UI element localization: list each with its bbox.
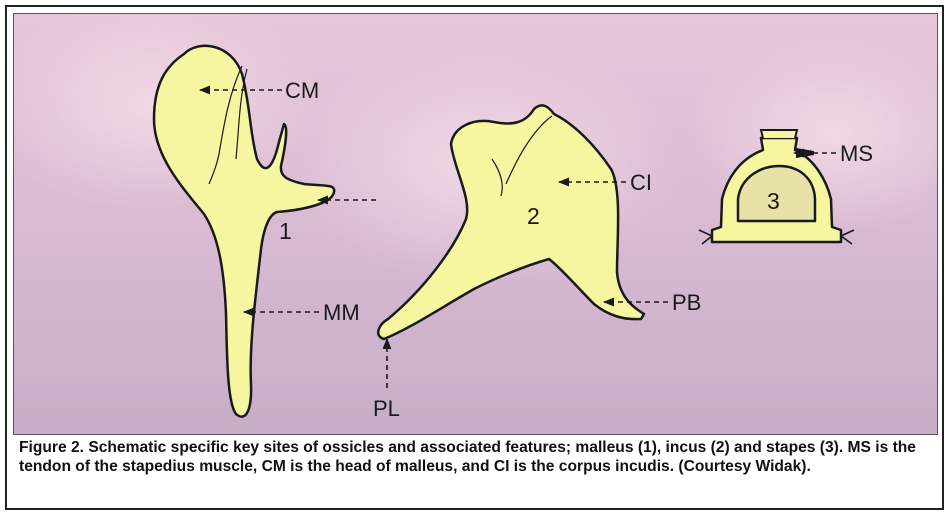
label-mm: MM: [323, 300, 360, 325]
label-ci: CI: [630, 170, 652, 195]
label-pb: PB: [672, 290, 701, 315]
stapes-head: [761, 130, 797, 138]
bone-number-1: 1: [279, 218, 292, 244]
label-cm: CM: [285, 78, 319, 103]
label-ms: MS: [840, 141, 873, 166]
label-pl: PL: [373, 396, 400, 421]
bone-number-2: 2: [527, 203, 540, 229]
bone-number-3: 3: [767, 188, 780, 214]
ossicles-diagram: 1 2 3 CM: [14, 14, 937, 434]
figure-caption: Figure 2. Schematic specific key sites o…: [19, 438, 934, 476]
diagram-panel: 1 2 3 CM: [13, 13, 938, 435]
figure-frame: 1 2 3 CM: [5, 5, 944, 510]
